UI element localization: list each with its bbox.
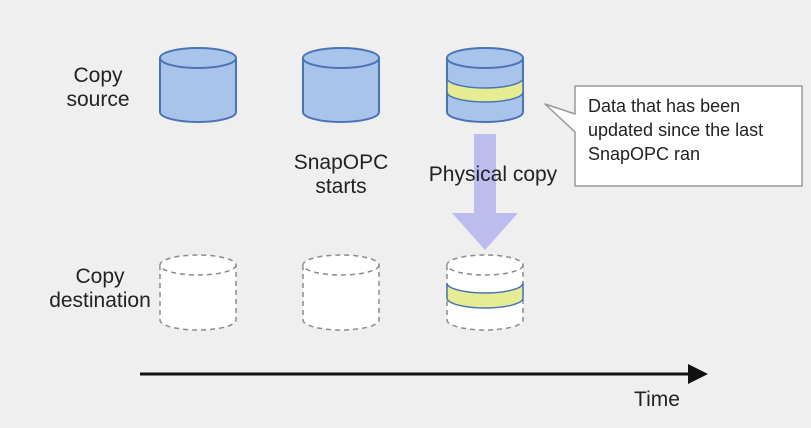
physical-copy-arrow xyxy=(452,134,518,250)
time-axis-arrow xyxy=(140,364,708,384)
updated-data-callout-text: Data that has been updated since the las… xyxy=(588,96,764,164)
destination-disk-3-copied xyxy=(446,254,524,331)
updated-data-callout-box xyxy=(544,85,803,187)
copy-destination-label: Copy destination xyxy=(49,265,151,312)
snapopc-starts-label: SnapOPC starts xyxy=(293,151,389,198)
destination-disk-1 xyxy=(159,254,237,331)
physical-copy-label: Physical copy xyxy=(428,163,558,186)
time-label: Time xyxy=(634,388,680,411)
source-disk-2 xyxy=(302,47,380,123)
source-disk-1 xyxy=(159,47,237,123)
copy-source-label: Copy source xyxy=(66,64,130,111)
source-disk-3-updated xyxy=(446,47,524,123)
destination-disk-2 xyxy=(302,254,380,331)
